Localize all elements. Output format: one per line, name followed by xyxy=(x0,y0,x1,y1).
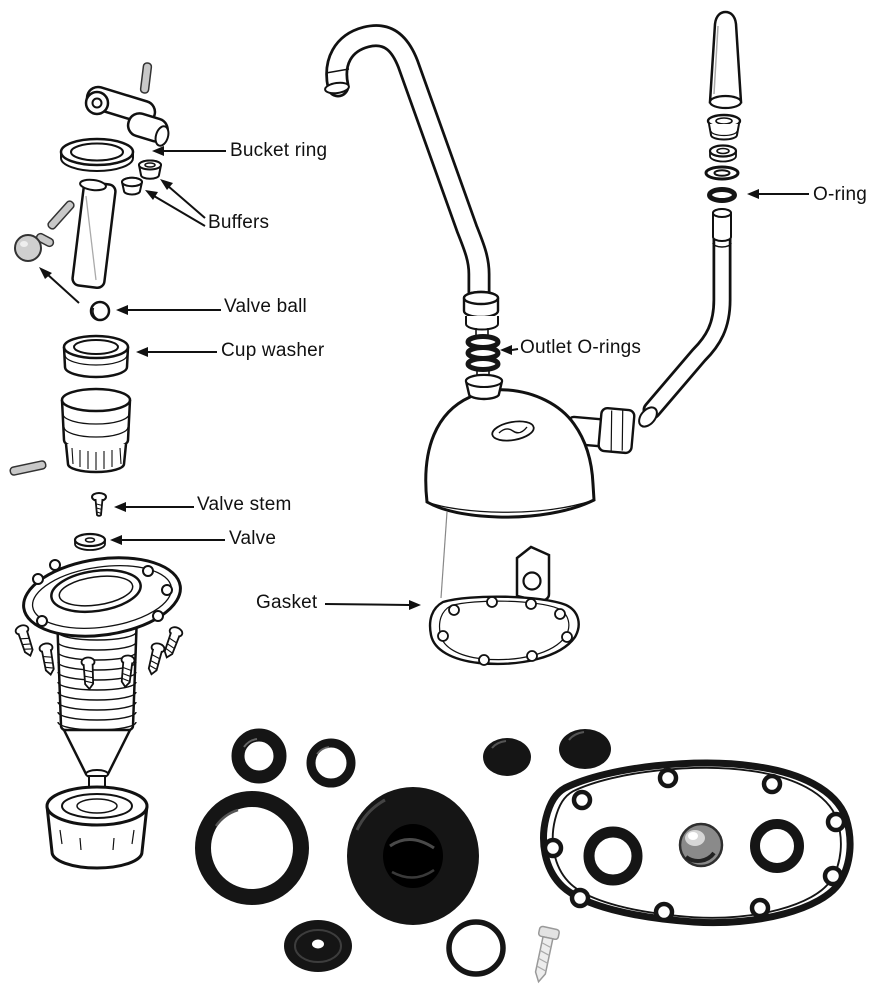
buffers-part xyxy=(120,159,163,196)
oring-part xyxy=(707,187,737,203)
label-arrows xyxy=(39,146,809,610)
gasket-part xyxy=(428,595,580,666)
metal-ball xyxy=(678,822,724,868)
bucket-ring-part xyxy=(59,137,135,172)
valve-part xyxy=(73,532,107,551)
arrow-buffers-1 xyxy=(160,179,206,219)
diaphragm xyxy=(347,787,479,925)
top-pin xyxy=(139,62,153,94)
clip-part xyxy=(515,545,551,603)
plunger-rod xyxy=(71,178,117,290)
label-valve-ball: Valve ball xyxy=(224,296,307,317)
arrow-valve-stem xyxy=(114,502,194,512)
pump-handle xyxy=(708,10,743,110)
pump-rod xyxy=(642,208,732,420)
valve-stem-part xyxy=(91,492,107,517)
valve-ball-part xyxy=(89,300,111,322)
rubber-cap-1 xyxy=(483,738,531,776)
arrow-bucket-ring xyxy=(152,146,226,156)
arrow-buffers-2 xyxy=(145,190,206,227)
arrow-valve xyxy=(110,535,225,545)
kit-screw xyxy=(534,925,560,984)
service-kit-parts xyxy=(195,728,851,984)
thin-oring xyxy=(446,919,506,977)
label-cup-washer: Cup washer xyxy=(221,340,325,361)
arrow-gasket xyxy=(324,600,421,610)
pump-base-plate xyxy=(544,763,851,923)
small-oring-2 xyxy=(306,738,356,788)
pivot-pin xyxy=(47,200,75,230)
small-oring-1 xyxy=(231,728,287,784)
faucet-pump-assembly xyxy=(324,24,732,666)
washer-part xyxy=(708,144,738,163)
plate-oring-right xyxy=(750,819,804,873)
retaining-pin xyxy=(9,460,47,476)
plate-oring-left xyxy=(583,826,643,886)
mounting-flange xyxy=(22,556,182,638)
arrow-valve-ball xyxy=(116,305,221,315)
spout-connector xyxy=(462,290,500,331)
arrow-insert xyxy=(39,267,80,304)
arrow-cup-washer xyxy=(136,347,217,357)
arrow-oring xyxy=(747,189,809,199)
ball-knob xyxy=(14,232,55,262)
arrow-outlet-orings xyxy=(500,345,519,355)
cone-outlet xyxy=(61,728,133,797)
label-bucket-ring: Bucket ring xyxy=(230,140,328,161)
outlet-orings-part xyxy=(465,328,501,380)
label-buffers: Buffers xyxy=(208,212,270,233)
flat-washer-part xyxy=(704,165,740,181)
label-outlet-orings: Outlet O-rings xyxy=(520,337,642,358)
valve-body xyxy=(60,387,132,474)
large-oring xyxy=(195,791,309,905)
rubber-cap-2 xyxy=(559,729,611,769)
base-nut xyxy=(45,785,149,870)
handle-assembly xyxy=(704,10,743,203)
bushing-part xyxy=(706,113,742,141)
lever-arm xyxy=(84,85,170,147)
brand-logo xyxy=(491,420,535,442)
label-valve: Valve xyxy=(229,528,277,549)
faucet-spout xyxy=(324,24,491,308)
label-valve-stem: Valve stem xyxy=(197,494,292,515)
cup-washer-part xyxy=(62,334,130,379)
rubber-stopper xyxy=(284,920,352,972)
left-valve-assembly xyxy=(9,62,185,870)
label-gasket: Gasket xyxy=(256,592,318,613)
label-oring: O-ring xyxy=(813,184,867,205)
pump-body xyxy=(424,373,596,519)
leader-line xyxy=(440,511,448,599)
